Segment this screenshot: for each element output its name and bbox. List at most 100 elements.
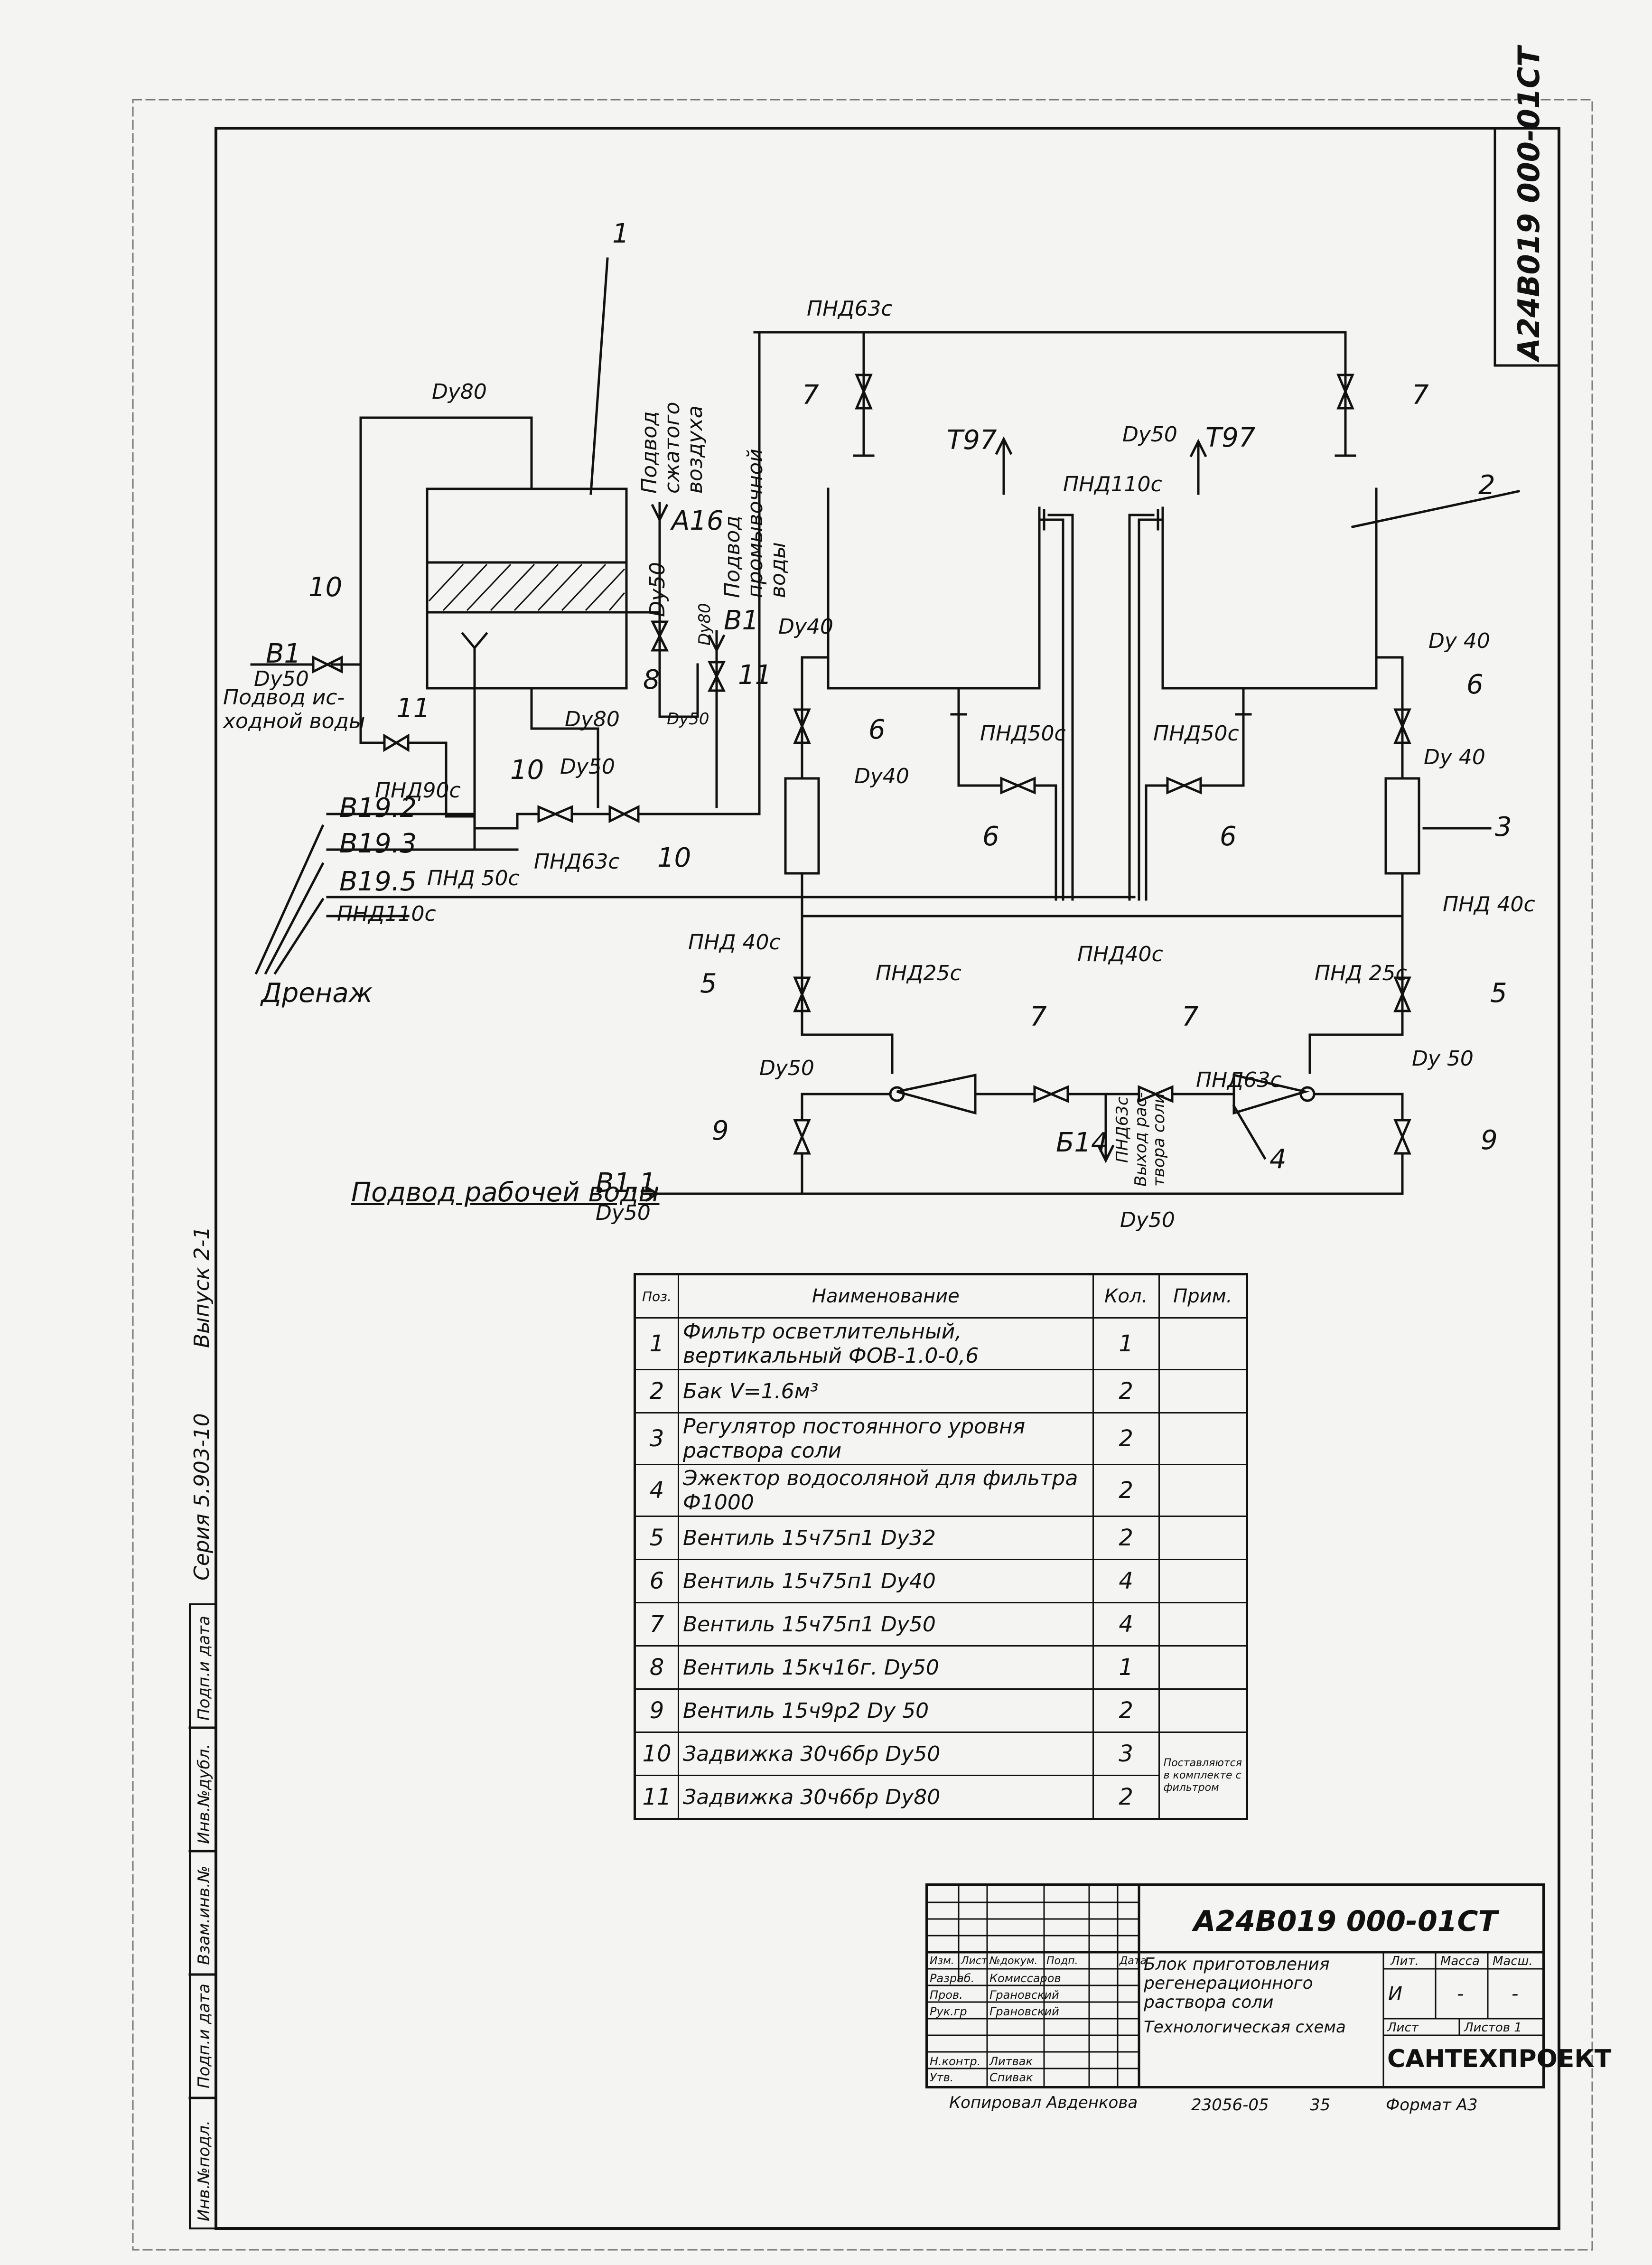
- role-name: Грановский: [989, 2005, 1059, 2018]
- head-col: №докум.: [989, 1955, 1038, 1967]
- spec-name: Задвижка 30ч6бр Dy50: [678, 1732, 1094, 1776]
- issue-label: Выпуск 2-1: [190, 1226, 214, 1348]
- position-number: 11: [738, 660, 772, 691]
- position-number: 5: [1490, 978, 1507, 1009]
- stream-label: В1: [266, 638, 301, 669]
- pipe-label: Dy50: [759, 1056, 814, 1080]
- position-number: 9: [712, 1115, 729, 1146]
- spec-pos: 2: [634, 1369, 679, 1413]
- pipe-label: ПНД 40с: [688, 930, 781, 955]
- working-water-label: Подвод рабочей воды: [351, 1177, 660, 1208]
- spec-note: [1158, 1369, 1248, 1413]
- copied-by: Копировал Авденкова: [949, 2093, 1138, 2112]
- scale-label: Масш.: [1493, 1954, 1533, 1968]
- stamp-col-1: Инв.№подл.: [195, 2120, 214, 2221]
- spec-name: Вентиль 15ч75п1 Dy40: [678, 1559, 1094, 1603]
- spec-qty: 2: [1092, 1516, 1160, 1560]
- spec-header: Прим.: [1158, 1273, 1248, 1319]
- source-water-label: Подвод ис- ходной воды: [223, 685, 365, 733]
- title-code: А24В019 000-01СТ: [1194, 1905, 1498, 1938]
- spec-name: Бак V=1.6м³: [678, 1369, 1094, 1413]
- spec-pos: 4: [634, 1464, 679, 1517]
- drain-label: Дренаж: [261, 978, 373, 1009]
- title-subtitle: Технологическая схема: [1144, 2018, 1346, 2037]
- spec-note: [1158, 1688, 1248, 1733]
- sheet-code: А24В019 000-01СТ: [1512, 47, 1546, 361]
- pipe-label: Dy50: [1120, 1208, 1175, 1232]
- position-number: 6: [982, 821, 999, 852]
- title-block-grid: [928, 1886, 1542, 2086]
- spec-pos: 8: [634, 1645, 679, 1690]
- spec-name: Вентиль 15ч75п1 Dy50: [678, 1602, 1094, 1647]
- pipe-label: Dy 40: [1424, 745, 1485, 769]
- position-number: 6: [1466, 669, 1484, 700]
- pipe-label: ПНД40с: [1077, 942, 1163, 966]
- role-name: Грановский: [989, 1988, 1059, 2002]
- position-number: 9: [1481, 1125, 1498, 1156]
- stamp-col-2: Подп.и дата: [195, 1984, 214, 2088]
- spec-name: Вентиль 15ч9р2 Dy 50: [678, 1688, 1094, 1733]
- pipe-label: ПНД110с: [1063, 472, 1162, 496]
- stamp-col-3: Взам.инв.№: [195, 1865, 214, 1965]
- spec-name: Фильтр осветлительный, вертикальный ФОВ-…: [678, 1317, 1094, 1370]
- pipe-label: Dy50: [1122, 422, 1177, 447]
- pipe-label: ПНД 50с: [427, 866, 520, 890]
- pipe-label: Dy80: [695, 603, 714, 646]
- pipe-label: ПНД63с: [807, 297, 893, 321]
- pipe-label: ПНД63с: [534, 850, 620, 874]
- position-number: 3: [1495, 812, 1512, 842]
- spec-qty: 4: [1092, 1559, 1160, 1603]
- spec-note: [1158, 1559, 1248, 1603]
- spec-name: Вентиль 15ч75п1 Dy32: [678, 1516, 1094, 1560]
- pipe-label: ПНД25с: [876, 961, 961, 985]
- spec-note: [1158, 1412, 1248, 1465]
- spec-qty: 2: [1092, 1464, 1160, 1517]
- spec-pos: 3: [634, 1412, 679, 1465]
- pipe-label: Dy50: [667, 710, 709, 729]
- spec-qty: 2: [1092, 1369, 1160, 1413]
- spec-note: [1158, 1645, 1248, 1690]
- spec-qty: 1: [1092, 1317, 1160, 1370]
- pipe-label: Dy40: [778, 615, 833, 639]
- stream-label: В1: [724, 605, 759, 636]
- spec-pos: 7: [634, 1602, 679, 1647]
- stream-label: В19.2: [339, 793, 417, 824]
- lit-label: Лит.: [1391, 1954, 1419, 1968]
- role-label: Пров.: [930, 1988, 963, 2002]
- spec-qty: 1: [1092, 1645, 1160, 1690]
- spec-note: [1158, 1317, 1248, 1370]
- position-number: 10: [657, 842, 691, 873]
- position-number: 6: [1220, 821, 1237, 852]
- position-number: 6: [868, 714, 886, 745]
- mass-value: -: [1457, 1983, 1464, 2005]
- spec-note: [1158, 1602, 1248, 1647]
- stream-label: Т97: [947, 425, 997, 456]
- position-number: 7: [1182, 1001, 1199, 1032]
- pipe-label: ПНД50с: [1153, 721, 1239, 746]
- spec-note: [1158, 1516, 1248, 1560]
- spec-qty: 4: [1092, 1602, 1160, 1647]
- spec-pos: 11: [634, 1775, 679, 1820]
- pipe-label: ПНД 25с: [1315, 961, 1407, 985]
- spec-header-row: Поз. Наименование Кол. Прим.: [634, 1273, 1248, 1319]
- pipe-label: ПНД63с: [1196, 1068, 1282, 1092]
- position-number: 7: [1412, 380, 1429, 411]
- pipe-label: Dy 50: [1412, 1047, 1474, 1071]
- organization: САНТЕХПРОЕКТ: [1387, 2045, 1612, 2073]
- stream-label: Т97: [1205, 422, 1256, 453]
- sheets-label: Листов 1: [1464, 2021, 1522, 2035]
- position-number: 8: [643, 665, 660, 695]
- spec-note: [1158, 1464, 1248, 1517]
- title-text: Блок приготовления регенерационного раст…: [1144, 1955, 1330, 2012]
- stream-label: В19.3: [339, 828, 417, 859]
- role-label: Утв.: [930, 2071, 954, 2084]
- scale-value: -: [1512, 1983, 1519, 2005]
